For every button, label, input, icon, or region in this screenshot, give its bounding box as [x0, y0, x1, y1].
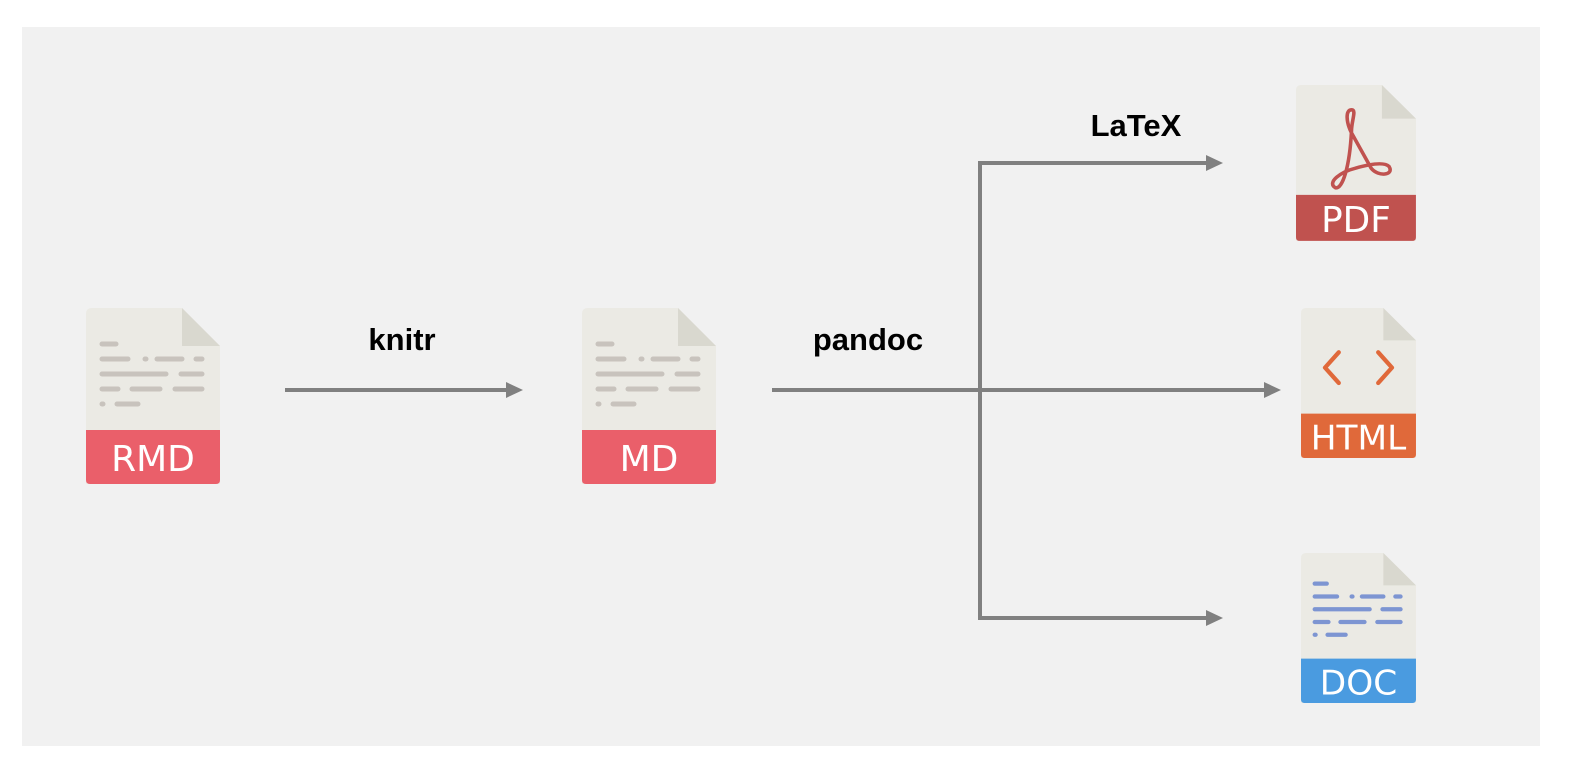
acrobat-icon [1330, 108, 1392, 190]
rmd-file-icon: RMD [86, 308, 220, 484]
rmd-label: RMD [111, 439, 195, 480]
label-latex: LaTeX [1091, 108, 1182, 143]
label-knitr: knitr [368, 322, 435, 357]
md-label: MD [620, 439, 679, 480]
html-label: HTML [1311, 419, 1406, 459]
label-pandoc: pandoc [813, 322, 923, 357]
pdf-file-icon: PDF [1296, 85, 1416, 241]
md-file-icon: MD [582, 308, 716, 484]
pdf-label: PDF [1321, 200, 1391, 241]
html-file-icon: HTML [1301, 308, 1416, 458]
arrow-knitr [285, 382, 523, 398]
background-panel [22, 27, 1540, 746]
arrow-latex-pdf [978, 155, 1223, 171]
code-brackets-icon [1322, 350, 1395, 386]
doc-file-icon: DOC [1301, 553, 1416, 703]
doc-label: DOC [1320, 664, 1397, 704]
arrow-doc [978, 610, 1223, 626]
arrow-pandoc-html [772, 382, 1281, 398]
